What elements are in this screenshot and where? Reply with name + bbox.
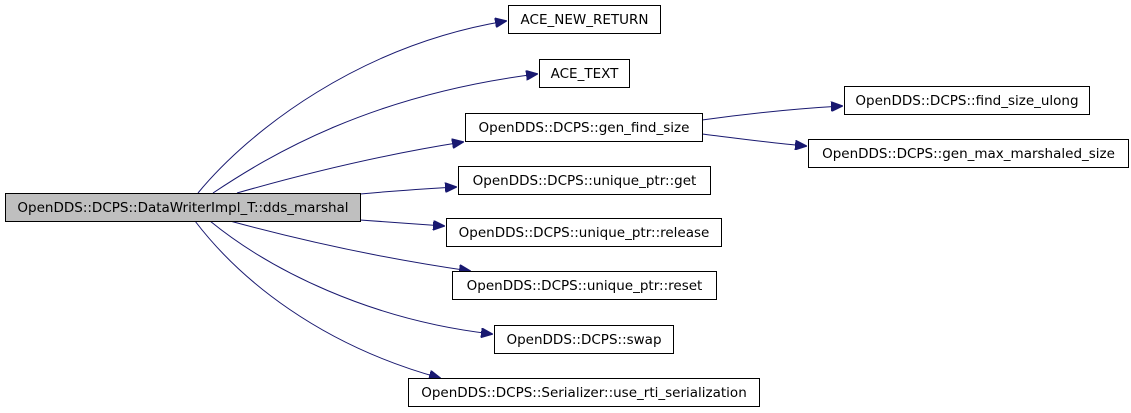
node-gen-max-marshaled-size[interactable]: OpenDDS::DCPS::gen_max_marshaled_size (808, 139, 1129, 168)
edge-root-to-gen-find-size (236, 142, 463, 194)
edge-root-to-unique-ptr-get (359, 187, 456, 195)
nodes-layer: OpenDDS::DCPS::DataWriterImpl_T::dds_mar… (5, 5, 1129, 407)
node-box[interactable] (539, 59, 630, 88)
node-label: ACE_TEXT (551, 66, 619, 82)
node-ace-text[interactable]: ACE_TEXT (539, 59, 630, 88)
node-swap[interactable]: OpenDDS::DCPS::swap (494, 325, 674, 354)
node-root[interactable]: OpenDDS::DCPS::DataWriterImpl_T::dds_mar… (5, 193, 361, 222)
node-box[interactable] (408, 378, 760, 407)
node-unique-ptr-release[interactable]: OpenDDS::DCPS::unique_ptr::release (446, 218, 722, 247)
edge-root-to-ace-text (212, 74, 537, 194)
edge-root-to-swap (209, 220, 492, 334)
node-label: OpenDDS::DCPS::unique_ptr::get (473, 173, 697, 189)
edge-root-to-ace-new-return (197, 21, 506, 194)
node-box[interactable] (458, 166, 711, 195)
node-label: OpenDDS::DCPS::unique_ptr::release (459, 225, 710, 241)
node-find-size-ulong[interactable]: OpenDDS::DCPS::find_size_ulong (844, 86, 1090, 115)
edge-root-to-use-rti-serialization (194, 220, 440, 378)
node-label: OpenDDS::DCPS::unique_ptr::reset (467, 278, 703, 294)
node-box[interactable] (452, 271, 717, 300)
edge-gen-find-size-to-find-size-ulong (701, 106, 842, 121)
node-label: OpenDDS::DCPS::DataWriterImpl_T::dds_mar… (17, 200, 348, 216)
node-ace-new-return[interactable]: ACE_NEW_RETURN (508, 5, 661, 34)
node-unique-ptr-get[interactable]: OpenDDS::DCPS::unique_ptr::get (458, 166, 711, 195)
node-box[interactable] (5, 193, 361, 222)
node-label: OpenDDS::DCPS::find_size_ulong (855, 93, 1078, 109)
edge-root-to-unique-ptr-release (359, 219, 444, 226)
node-box[interactable] (465, 113, 703, 142)
edge-root-to-unique-ptr-reset (229, 220, 470, 271)
node-use-rti-serialization[interactable]: OpenDDS::DCPS::Serializer::use_rti_seria… (408, 378, 760, 407)
node-label: OpenDDS::DCPS::Serializer::use_rti_seria… (421, 385, 747, 401)
node-label: OpenDDS::DCPS::gen_max_marshaled_size (822, 146, 1115, 162)
node-label: ACE_NEW_RETURN (521, 12, 649, 28)
edges-layer (194, 21, 842, 378)
node-box[interactable] (508, 5, 661, 34)
node-box[interactable] (446, 218, 722, 247)
node-box[interactable] (494, 325, 674, 354)
node-box[interactable] (844, 86, 1090, 115)
node-label: OpenDDS::DCPS::swap (506, 332, 661, 348)
node-label: OpenDDS::DCPS::gen_find_size (479, 120, 690, 136)
edge-gen-find-size-to-gen-max-marshaled-size (701, 133, 806, 146)
node-box[interactable] (808, 139, 1129, 168)
node-gen-find-size[interactable]: OpenDDS::DCPS::gen_find_size (465, 113, 703, 142)
node-unique-ptr-reset[interactable]: OpenDDS::DCPS::unique_ptr::reset (452, 271, 717, 300)
